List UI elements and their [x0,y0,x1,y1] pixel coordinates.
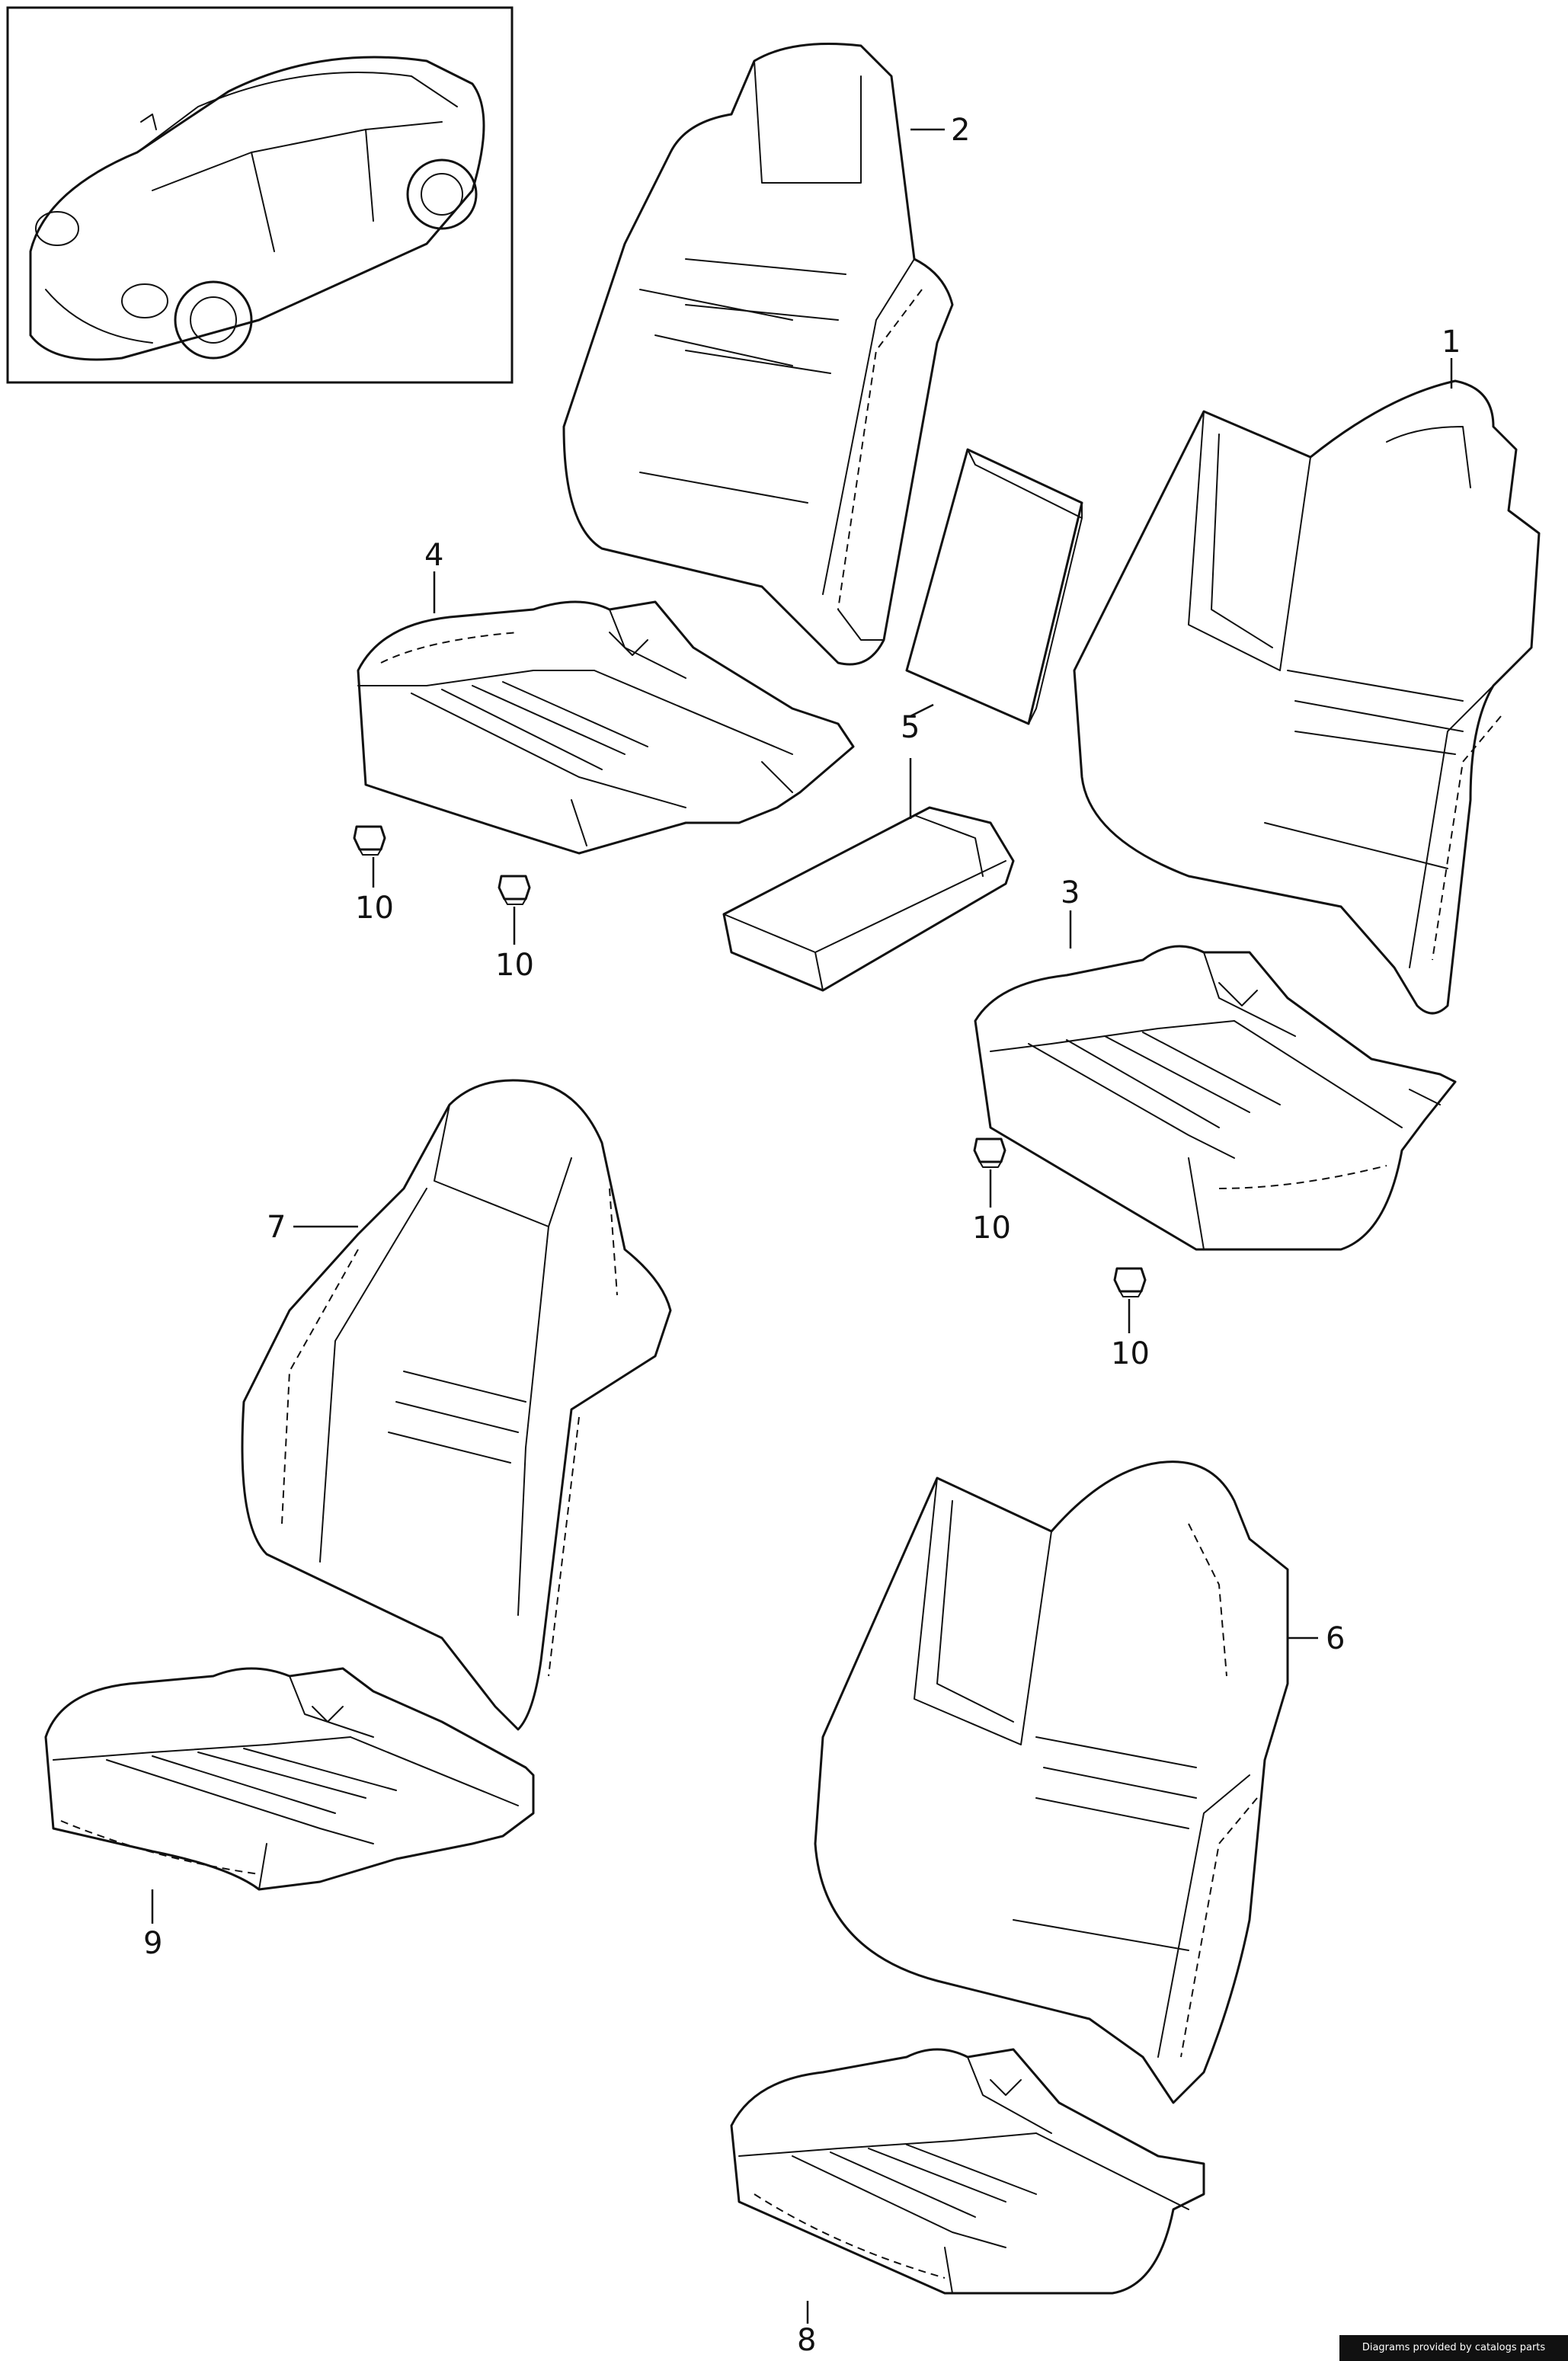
part-10-clip-c [973,1137,1006,1168]
callout-10-a: 10 [355,891,394,926]
part-10-clip-d [1113,1267,1147,1297]
vehicle-thumbnail [6,6,514,384]
callout-10-d: 10 [1111,1336,1150,1371]
part-9-seat-cushion-cover [44,1667,535,1891]
footer-credit: Diagrams provided by catalogs parts [1339,2335,1568,2361]
part-10-clip-b [498,875,531,905]
part-5-back-pad [905,448,1083,725]
part-10-clip-a [353,825,386,856]
part-7-backrest-cover [241,1079,672,1731]
part-3-seat-cushion-cover [974,945,1457,1251]
callout-4: 4 [424,538,443,573]
callout-labels: 1 2 3 4 5 6 7 8 9 10 10 10 10 [143,113,1461,2358]
leader-lines [151,128,1453,2324]
callout-10-b: 10 [495,948,534,983]
callout-5: 5 [901,710,920,745]
part-6-backrest-cover [814,1460,1289,2104]
callout-9: 9 [143,1926,162,1961]
callout-8: 8 [797,2323,816,2358]
part-8-seat-cushion-cover [730,2048,1205,2295]
callout-1: 1 [1442,325,1461,360]
part-2-backrest-cover [562,43,954,666]
callout-3: 3 [1061,875,1080,910]
callout-6: 6 [1326,1621,1345,1656]
part-5-seat-pad [722,806,1015,992]
callout-7: 7 [267,1210,286,1245]
callout-2: 2 [951,113,970,148]
part-4-seat-cushion-cover [357,600,855,855]
part-1-backrest-cover [1073,379,1541,1015]
callout-10-c: 10 [972,1211,1011,1246]
